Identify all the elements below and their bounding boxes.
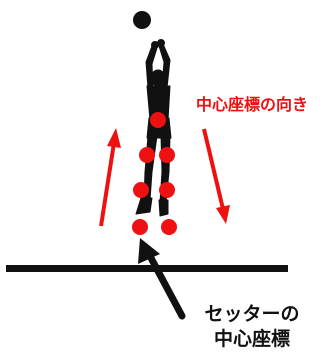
pointer-arrow xyxy=(138,238,186,320)
direction-label: 中心座標の向き xyxy=(196,95,309,114)
center-points xyxy=(132,112,177,235)
center-point xyxy=(139,147,155,163)
center-point xyxy=(161,219,177,235)
down-arrow xyxy=(202,128,230,224)
setter-center-label-line-2: 中心座標 xyxy=(213,328,290,350)
center-point xyxy=(132,219,148,235)
setter-center-label: セッターの 中心座標 xyxy=(192,302,312,352)
setter-center-label-line-1: セッターの xyxy=(204,303,300,325)
center-point xyxy=(150,112,166,128)
center-point xyxy=(159,182,175,198)
floor-line xyxy=(6,265,288,272)
up-arrow xyxy=(99,128,121,227)
center-point xyxy=(159,147,175,163)
ball xyxy=(133,11,151,29)
center-point xyxy=(133,182,149,198)
